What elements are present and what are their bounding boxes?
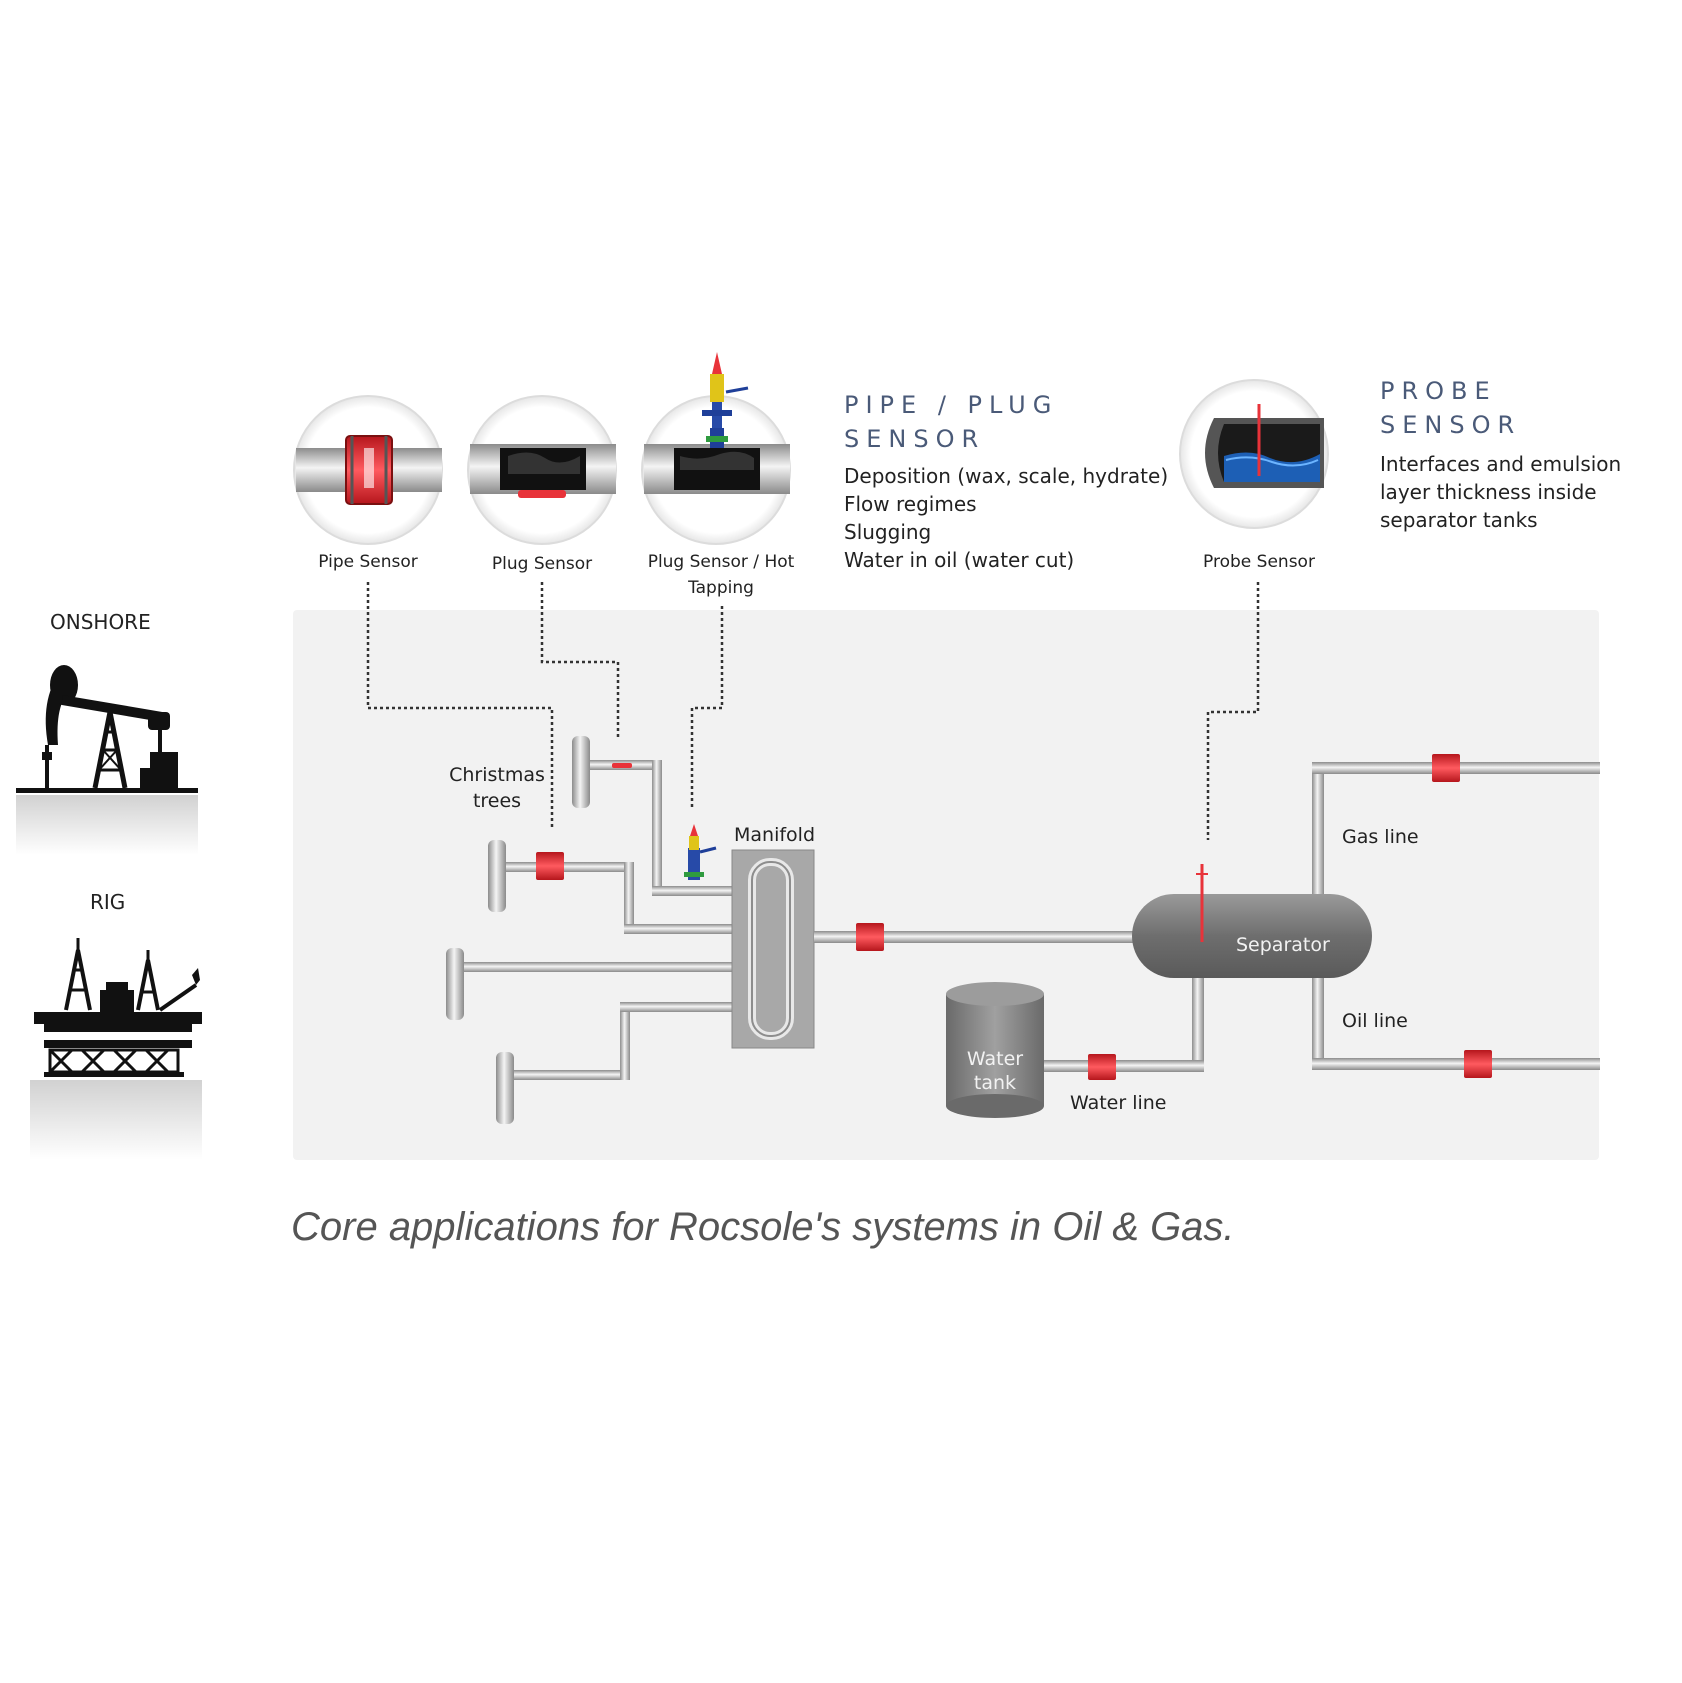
- gas-line-label: Gas line: [1342, 826, 1419, 848]
- probe-sensor-illustration: [1179, 379, 1329, 529]
- hot-tapping-sensor-illustration: [641, 352, 791, 545]
- plug-sensor-illustration: [467, 395, 617, 545]
- water-line-label: Water line: [1070, 1092, 1167, 1114]
- pump-jack-icon: [16, 665, 198, 855]
- pipework: [446, 736, 1600, 1124]
- plug-sensor-label: Plug Sensor: [491, 554, 593, 574]
- probe-heading-line2: SENSOR: [1380, 411, 1522, 439]
- manifold-label: Manifold: [734, 824, 816, 846]
- christmas-trees-label-line2: trees: [472, 790, 522, 812]
- list-item: Deposition (wax, scale, hydrate): [844, 464, 1169, 488]
- pipe-plug-heading-line2: SENSOR: [844, 425, 986, 453]
- inline-sensor-markers: [536, 754, 1492, 1080]
- list-item: Water in oil (water cut): [844, 548, 1075, 572]
- list-item: Flow regimes: [844, 492, 977, 516]
- rig-label: RIG: [90, 890, 126, 914]
- onshore-label: ONSHORE: [50, 610, 151, 634]
- probe-heading-line1: PROBE: [1380, 377, 1497, 405]
- christmas-trees-label-line1: Christmas: [449, 764, 545, 786]
- list-item: Slugging: [844, 520, 932, 544]
- pipe-plug-heading-line1: PIPE / PLUG: [844, 391, 1059, 419]
- probe-sensor-label: Probe Sensor: [1203, 552, 1315, 572]
- figure-caption: Core applications for Rocsole's systems …: [291, 1205, 1235, 1249]
- separator-label: Separator: [1236, 934, 1330, 956]
- pipe-plug-applications-list: Deposition (wax, scale, hydrate) Flow re…: [844, 462, 1168, 574]
- sensor-leader-lines: [366, 582, 1260, 840]
- hot-tapping-label-line1: Plug Sensor / Hot: [647, 552, 795, 572]
- pipe-sensor-illustration: [293, 395, 443, 545]
- list-item: layer thickness inside: [1380, 480, 1597, 504]
- oil-rig-icon: [30, 938, 202, 1160]
- water-tank-label-line2: tank: [973, 1072, 1017, 1094]
- list-item: Interfaces and emulsion: [1380, 452, 1622, 476]
- list-item: separator tanks: [1380, 508, 1538, 532]
- oil-line-label: Oil line: [1342, 1010, 1408, 1032]
- pipe-sensor-label: Pipe Sensor: [318, 552, 418, 572]
- hot-tapping-label-line2: Tapping: [688, 578, 754, 598]
- water-tank-label-line1: Water: [966, 1048, 1024, 1070]
- probe-description: Interfaces and emulsion layer thickness …: [1380, 450, 1621, 534]
